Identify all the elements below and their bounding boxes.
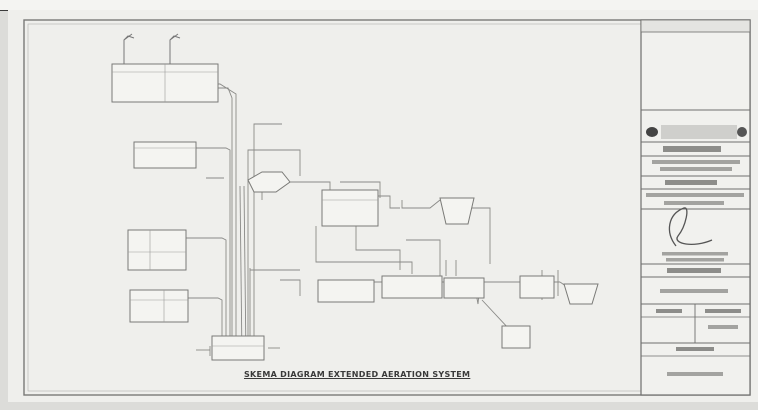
hose-icon <box>123 33 135 64</box>
tank-8 <box>321 189 379 227</box>
tank-13 <box>501 325 531 349</box>
tank-9 <box>439 197 475 225</box>
tank-11 <box>381 275 443 299</box>
tank-14 <box>519 275 555 299</box>
tank-3 <box>127 229 187 271</box>
signature-mark <box>668 207 713 247</box>
logo-right-icon <box>737 127 747 137</box>
tank-2 <box>133 141 197 169</box>
title-block <box>640 19 751 396</box>
title-block-header-bar <box>640 19 751 33</box>
unit-7 <box>247 171 291 193</box>
tank-15 <box>563 283 599 305</box>
equipment <box>111 33 599 361</box>
logo-left-icon <box>646 127 658 137</box>
tank-4 <box>129 289 189 323</box>
tank-10 <box>317 279 375 303</box>
institution-text-block <box>661 125 737 139</box>
tank-bottom <box>211 335 265 361</box>
diagram-title: SKEMA DIAGRAM EXTENDED AERATION SYSTEM <box>244 370 471 379</box>
hose-icon-2 <box>169 33 181 64</box>
tank-12 <box>443 277 485 299</box>
